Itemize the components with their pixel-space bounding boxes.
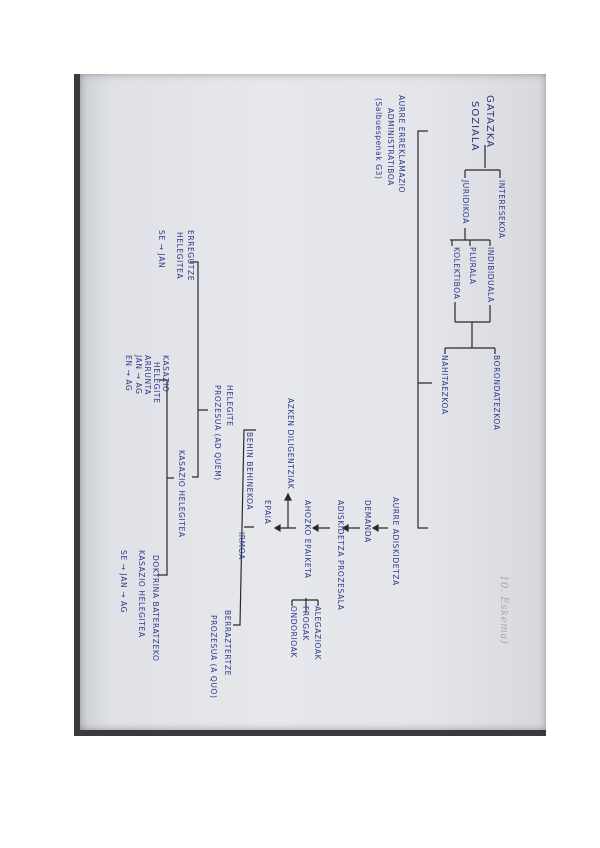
phase-frogak: FROGAK bbox=[301, 606, 310, 641]
unification-route: SE → JAN → AG bbox=[119, 550, 128, 614]
unification-line2: KASAZIO HELEGITEA bbox=[137, 550, 146, 638]
arrow-head bbox=[371, 523, 379, 533]
arrow-head bbox=[311, 523, 319, 533]
subject-bracket bbox=[450, 228, 491, 246]
scheme-number-note: 10. Eskema) bbox=[498, 575, 509, 645]
paper-photo bbox=[74, 74, 546, 736]
appeal-ad-quem-line1: HELEGITE bbox=[225, 385, 234, 427]
phase-ondorioak: ONDORIOAK bbox=[289, 606, 298, 658]
node-plurala: PLURALA bbox=[468, 247, 477, 285]
appeal-ad-quem-line2: PROZESUA (AD QUEM) bbox=[213, 385, 222, 481]
pre-claim-line3: (Salbuespenak G3) bbox=[374, 98, 383, 180]
supplication-line2: HELEGITEA bbox=[175, 232, 184, 280]
phase-alegazioak: ALEGAZIOAK bbox=[313, 606, 322, 661]
node-borondatezkoa: BORONDATEZKOA bbox=[492, 355, 501, 431]
judgment-bracket bbox=[233, 429, 256, 626]
ordinary-cassation-line1: KASAZIO bbox=[161, 355, 170, 393]
node-nahitaezkoa: NAHITAEZKOA bbox=[440, 355, 449, 415]
node-kolektiboa: KOLEKTIBOA bbox=[452, 247, 461, 300]
step-conciliation: ADISKIDETZA PROZESALA bbox=[336, 500, 345, 611]
node-juridikoa: JURIDIKOA bbox=[461, 180, 470, 224]
pre-claim-line2: ADMINISTRATIBOA bbox=[386, 108, 395, 186]
judgment: EPAIA bbox=[263, 500, 272, 525]
arrow-head bbox=[273, 523, 281, 533]
root-connector bbox=[464, 145, 501, 178]
supplication-route: SE → JAN bbox=[157, 230, 166, 269]
pre-claim-line1: AURRE ERREKLAMAZIO bbox=[397, 95, 406, 194]
phases-bracket bbox=[291, 598, 319, 612]
step-pre-conciliation: AURRE ADISKIDETZA bbox=[391, 497, 400, 586]
judgment-provisional: BEHIN BEHINEKOA bbox=[245, 432, 254, 511]
cassation-bracket bbox=[157, 379, 174, 576]
step-oral-trial: AHOZKO EPAIKETA bbox=[303, 500, 312, 579]
root-node-line2: SOZIALA bbox=[469, 101, 480, 152]
appeal-a-quo-line2: PROZESUA (A QUO) bbox=[209, 615, 218, 699]
supplication-line1: ERREGUTZE bbox=[186, 230, 195, 282]
node-interesekoa: INTERESEKOA bbox=[497, 180, 506, 239]
arrow-head bbox=[284, 492, 292, 501]
will-bracket bbox=[444, 302, 496, 354]
main-line bbox=[417, 130, 432, 529]
node-indibiduala: INDIBIDUALA bbox=[486, 247, 495, 303]
final-diligences: AZKEN DILIGENTZIAK bbox=[286, 398, 295, 490]
ordinary-cassation-line2: HELEGITE bbox=[152, 362, 161, 404]
root-node-line1: GATAZKA bbox=[484, 95, 495, 149]
ordinary-cassation-line3: ARRUNTA bbox=[143, 355, 152, 395]
ordinary-route-1: JAN → AG bbox=[134, 355, 143, 395]
process-arrows bbox=[280, 500, 388, 529]
ordinary-route-2: EN → AG bbox=[124, 355, 133, 392]
judgment-firm: IRMOA bbox=[237, 532, 246, 560]
arrow-head bbox=[341, 523, 349, 533]
cassation-appeal: KASAZIO HELEGITEA bbox=[177, 450, 186, 538]
appeal-bracket bbox=[190, 261, 208, 478]
step-demand: DEMANDA bbox=[363, 500, 372, 543]
unification-line1: DOKTRINA BATERATZEKO bbox=[151, 555, 160, 662]
appeal-a-quo-line1: BERRAZTERTZE bbox=[223, 610, 232, 676]
